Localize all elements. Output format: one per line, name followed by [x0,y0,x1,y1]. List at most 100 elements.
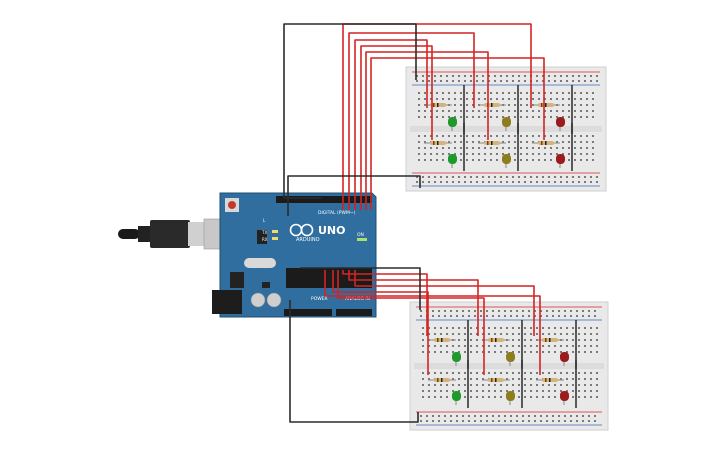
terminal-hole [574,135,576,137]
terminal-hole [452,384,454,386]
terminal-hole [472,147,474,149]
terminal-hole [496,153,498,155]
rail-hole [504,415,506,417]
rail-hole [548,176,550,178]
terminal-hole [538,98,540,100]
terminal-hole [568,153,570,155]
rail-hole [488,80,490,82]
rail-hole [534,310,536,312]
terminal-hole [512,333,514,335]
resistor-band [545,378,547,382]
terminal-hole [418,116,420,118]
rail-hole [498,420,500,422]
resistor-band [491,378,493,382]
rail-hole [488,75,490,77]
rail-hole [528,415,530,417]
terminal-hole [592,116,594,118]
terminal-hole [584,372,586,374]
terminal-hole [586,92,588,94]
terminal-hole [478,92,480,94]
terminal-hole [482,333,484,335]
terminal-hole [524,339,526,341]
terminal-hole [524,372,526,374]
led-yellow [502,154,511,168]
terminal-hole [530,372,532,374]
rail-hole [590,176,592,178]
rail-hole [468,415,470,417]
terminal-hole [538,116,540,118]
terminal-hole [418,104,420,106]
terminal-hole [436,110,438,112]
terminal-hole [422,390,424,392]
terminal-hole [460,116,462,118]
terminal-hole [526,98,528,100]
rail-hole [552,315,554,317]
l-label: L [263,218,266,223]
terminal-hole [460,141,462,143]
terminal-hole [430,116,432,118]
rail-hole [468,315,470,317]
rail-hole [546,420,548,422]
terminal-hole [590,396,592,398]
rail-hole [578,75,580,77]
terminal-hole [442,116,444,118]
terminal-hole [508,104,510,106]
rail-hole [534,415,536,417]
terminal-hole [536,333,538,335]
terminal-hole [554,351,556,353]
terminal-hole [554,390,556,392]
terminal-hole [428,327,430,329]
rail-hole [564,315,566,317]
led-red [556,117,565,131]
rail-hole [440,80,442,82]
terminal-hole [556,110,558,112]
terminal-hole [484,116,486,118]
terminal-hole [478,153,480,155]
terminal-hole [550,159,552,161]
terminal-hole [458,378,460,380]
rail-hole [566,181,568,183]
rail-hole [540,310,542,312]
terminal-hole [460,159,462,161]
terminal-hole [578,345,580,347]
terminal-hole [514,92,516,94]
terminal-hole [422,333,424,335]
rail-hole [512,176,514,178]
terminal-hole [446,345,448,347]
terminal-hole [586,159,588,161]
terminal-hole [560,345,562,347]
rail-hole [450,420,452,422]
terminal-hole [532,153,534,155]
terminal-hole [544,110,546,112]
resistor [428,338,456,342]
terminal-hole [548,372,550,374]
terminal-hole [466,159,468,161]
rail-hole [474,415,476,417]
terminal-hole [574,116,576,118]
rail-hole [452,181,454,183]
terminal-hole [488,372,490,374]
terminal-hole [490,98,492,100]
rail-hole [420,420,422,422]
rail-hole [516,315,518,317]
terminal-hole [436,116,438,118]
rail-hole [588,415,590,417]
rail-hole [596,181,598,183]
rail-hole [558,310,560,312]
terminal-hole [454,147,456,149]
terminal-hole [572,372,574,374]
led-green [448,154,457,168]
resistor [482,378,510,382]
terminal-hole [436,135,438,137]
terminal-hole [460,104,462,106]
breadboard-top [405,66,607,192]
terminal-hole [572,351,574,353]
terminal-hole [538,147,540,149]
terminal-hole [472,104,474,106]
terminal-hole [478,147,480,149]
rail-hole [590,181,592,183]
rail-hole [480,415,482,417]
terminal-hole [460,110,462,112]
led-green [448,117,457,131]
terminal-hole [494,390,496,392]
